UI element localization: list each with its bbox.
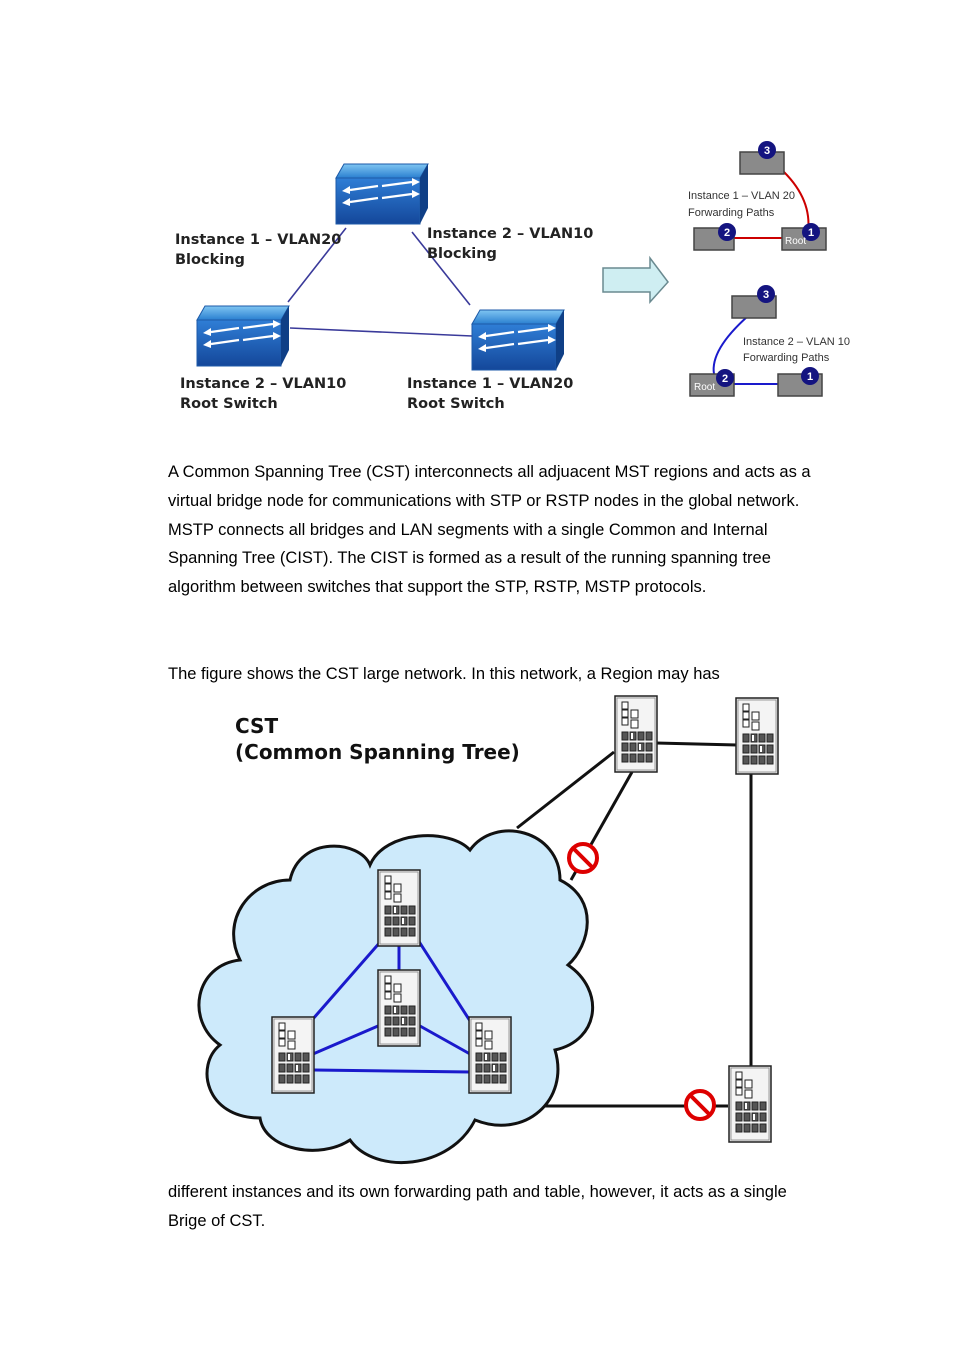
- paragraph-3-text: different instances and its own forwardi…: [168, 1183, 787, 1230]
- label-left-root: Instance 2 – VLAN10: [180, 376, 346, 392]
- b-node2: 2: [722, 373, 728, 385]
- label-inst1-blocking-2: Blocking: [175, 252, 245, 268]
- link-bottom: [289, 327, 473, 337]
- link-top-left: [287, 227, 347, 303]
- paragraph-2-text: The figure shows the CST large network. …: [168, 665, 720, 683]
- blocked-port-icon: [684, 1089, 716, 1121]
- cst-title: CST: [235, 714, 278, 738]
- region-links: [310, 939, 474, 1074]
- switch-right-icon: [470, 308, 566, 372]
- b-node3: 3: [763, 289, 769, 301]
- b-node1: 1: [807, 371, 813, 383]
- cst-network-diagram: CST (Common Spanning Tree): [197, 695, 779, 1165]
- t-node1: 1: [808, 227, 814, 239]
- t-root: Root: [785, 236, 806, 247]
- paragraph-cst-region: different instances and its own forwardi…: [168, 1178, 818, 1236]
- label-inst2-blocking-2: Blocking: [427, 246, 497, 262]
- label-right-root-2: Root Switch: [407, 396, 505, 412]
- label-inst2-blocking: Instance 2 – VLAN10: [427, 226, 593, 242]
- switch-external-top-right-icon: [735, 697, 779, 775]
- switch-external-bottom-right-icon: [728, 1065, 772, 1143]
- b-root: Root: [694, 382, 715, 393]
- paragraph-1-text: A Common Spanning Tree (CST) interconnec…: [168, 463, 811, 597]
- link-cloud-to-top-left: [516, 750, 615, 830]
- instance1-forwarding-diagram: 3 2 1 Root Instance 1 – VLAN 20 Forwardi…: [688, 141, 827, 251]
- switch-region-left-icon: [271, 1016, 315, 1094]
- t-node3: 3: [764, 145, 770, 157]
- b-caption1: Instance 2 – VLAN 10: [743, 336, 850, 348]
- switch-region-center-icon: [377, 969, 421, 1047]
- t-node2: 2: [724, 227, 730, 239]
- blocked-port-icon: [567, 842, 599, 874]
- switch-left-icon: [195, 304, 291, 368]
- label-right-root: Instance 1 – VLAN20: [407, 376, 573, 392]
- t-caption1: Instance 1 – VLAN 20: [688, 190, 795, 202]
- right-arrow-icon: [602, 255, 669, 304]
- link-top-pair: [655, 741, 738, 747]
- instance2-forwarding-diagram: 3 2 1 Root Instance 2 – VLAN 10 Forwardi…: [689, 285, 850, 397]
- paragraph-cst-intro: A Common Spanning Tree (CST) interconnec…: [168, 458, 818, 602]
- switch-region-top-icon: [377, 869, 421, 947]
- link-top-right: [411, 231, 471, 306]
- switch-top-icon: [334, 162, 430, 226]
- b-caption2: Forwarding Paths: [743, 352, 830, 364]
- paragraph-cst-figure-intro: The figure shows the CST large network. …: [168, 660, 818, 689]
- label-inst1-blocking: Instance 1 – VLAN20: [175, 232, 341, 248]
- switch-region-right-icon: [468, 1016, 512, 1094]
- label-left-root-2: Root Switch: [180, 396, 278, 412]
- switch-external-top-left-icon: [614, 695, 658, 773]
- t-caption2: Forwarding Paths: [688, 207, 775, 219]
- mstp-instances-diagram: Instance 1 – VLAN20 Blocking Instance 2 …: [175, 141, 850, 412]
- cst-subtitle: (Common Spanning Tree): [235, 740, 520, 764]
